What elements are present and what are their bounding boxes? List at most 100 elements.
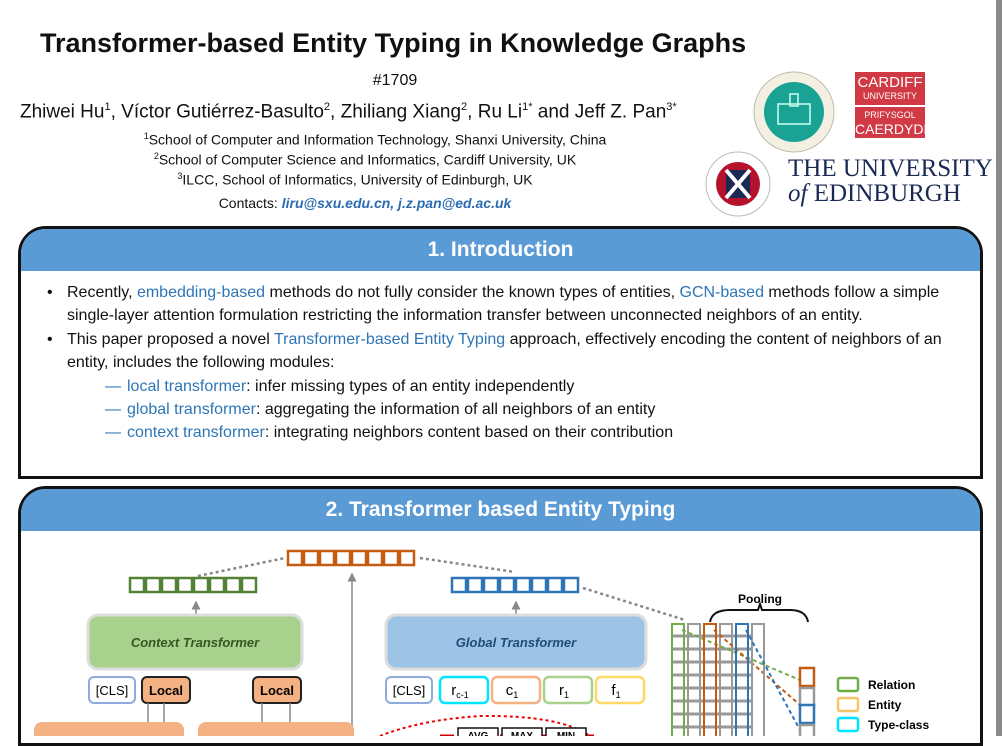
aff-sup: 3 — [177, 171, 183, 181]
red-dotted-region — [379, 714, 591, 736]
dash: — — [105, 378, 121, 395]
neighbor-token-label: f1 — [611, 682, 620, 700]
legend-label: Type-class — [868, 718, 929, 732]
sep: , — [330, 101, 341, 123]
author: Jeff Z. Pan — [574, 101, 667, 123]
edinburgh-wordmark: THE UNIVERSITY of EDINBURGH — [788, 156, 993, 206]
global-transformer-box — [384, 613, 648, 671]
pool-op-box — [457, 727, 499, 736]
legend-swatch — [836, 676, 860, 693]
local-transformer-box — [198, 722, 354, 736]
pooled-cell — [798, 686, 816, 708]
pool-op-label: MAX — [511, 731, 534, 736]
global-vector-cell — [562, 576, 580, 594]
output-vector-cell — [302, 549, 320, 567]
edinburgh-line1: THE UNIVERSITY — [788, 155, 993, 182]
context-vector-cell — [176, 576, 194, 594]
local-token — [252, 676, 302, 704]
author: Zhiliang Xiang — [340, 101, 462, 123]
global-vector-cell — [514, 576, 532, 594]
contacts-label: Contacts: — [218, 195, 282, 211]
context-vector-cell — [128, 576, 146, 594]
bullet-item: Recently, embedding-based methods do not… — [45, 281, 960, 327]
arrow — [147, 703, 165, 722]
context-vector-cell — [160, 576, 178, 594]
matrix-column — [735, 623, 749, 736]
module-desc: : infer missing types of an entity indep… — [246, 378, 575, 395]
text: methods follow a simple single-layer att… — [67, 284, 940, 324]
local-transformer-box — [34, 722, 184, 736]
legend-swatch — [836, 716, 860, 733]
aff-text: School of Computer Science and Informati… — [158, 151, 577, 168]
matrix-column — [719, 623, 733, 736]
token-subscript: 1 — [513, 690, 518, 700]
dash: — — [105, 424, 121, 441]
module-item: —context transformer: integrating neighb… — [45, 421, 960, 444]
author-list: Zhiwei Hu1, Víctor Gutiérrez-Basulto2, Z… — [20, 101, 677, 123]
cls-label: [CLS] — [96, 683, 129, 698]
output-vector-cell — [318, 549, 336, 567]
aff-sup: 1 — [143, 131, 149, 141]
neighbor-token — [438, 675, 490, 705]
module-item: —global transformer: aggregating the inf… — [45, 398, 960, 421]
contact-emails[interactable]: liru@sxu.edu.cn, j.z.pan@ed.ac.uk — [281, 195, 512, 211]
aff-sup: 2 — [153, 151, 159, 161]
global-vector-cell — [450, 576, 468, 594]
global-vector-cell — [466, 576, 484, 594]
architecture-diagram: Context Transformer Global Transformer [… — [34, 549, 929, 736]
bullet-item: This paper proposed a novel Transformer-… — [45, 328, 960, 374]
matrix-column — [671, 623, 685, 736]
author-sup: 2 — [461, 101, 468, 113]
arrow — [261, 703, 291, 722]
pool-op-box — [545, 727, 587, 736]
token-subscript: 1 — [616, 690, 621, 700]
output-vector-cell — [334, 549, 352, 567]
poster-title: Transformer-based Entity Typing in Knowl… — [40, 28, 747, 58]
author: Víctor Gutiérrez-Basulto — [121, 101, 324, 123]
pooling-brace — [709, 600, 809, 623]
output-vector-cell — [350, 549, 368, 567]
introduction-section: 1. Introduction Recently, embedding-base… — [18, 226, 983, 479]
cardiff-word: CAERDYDD — [855, 121, 934, 137]
legend-label: Relation — [868, 678, 915, 692]
section-heading: 2. Transformer based Entity Typing — [21, 489, 980, 531]
global-vector-cell — [498, 576, 516, 594]
local-label: Local — [260, 683, 294, 698]
cardiff-word: UNIVERSITY — [862, 91, 917, 101]
highlight: Transformer-based Entity Typing — [273, 331, 506, 348]
cls-token — [88, 676, 136, 704]
cardiff-university-logo: CARDIFF UNIVERSITY PRIFYSGOL CAERDYDD — [855, 72, 934, 138]
module-name: context transformer — [127, 424, 265, 441]
neighbor-token — [594, 675, 646, 705]
global-vector-cell — [546, 576, 564, 594]
module-name: local transformer — [127, 378, 247, 395]
context-vector-cell — [240, 576, 258, 594]
section-heading: 1. Introduction — [21, 229, 980, 271]
context-vector-cell — [208, 576, 226, 594]
pooled-cell — [798, 666, 816, 688]
shanxi-university-logo — [753, 71, 835, 153]
output-vector-cell — [286, 549, 304, 567]
pool-line — [713, 629, 801, 706]
context-vector-cell — [192, 576, 210, 594]
dashed-arrow — [419, 556, 516, 574]
module-item: — local transformer: infer missing types … — [45, 375, 960, 398]
text: Recently, — [67, 284, 137, 301]
contacts: Contacts: liru@sxu.edu.cn, j.z.pan@ed.ac… — [0, 195, 730, 211]
edinburgh-crest — [705, 151, 771, 217]
context-vector-cell — [144, 576, 162, 594]
cardiff-word: CARDIFF — [857, 74, 923, 91]
window-edge — [996, 0, 1002, 736]
author-sup: 1 — [104, 101, 111, 113]
local-label: Local — [149, 683, 183, 698]
global-vector-cell — [530, 576, 548, 594]
author: Zhiwei Hu — [20, 101, 105, 123]
aff-text: School of Computer and Information Techn… — [148, 131, 607, 148]
module-desc: : aggregating the information of all nei… — [255, 401, 656, 418]
author: Ru Li — [477, 101, 523, 123]
output-vector-cell — [382, 549, 400, 567]
context-vector-cell — [224, 576, 242, 594]
matrix-column — [751, 623, 765, 736]
legend-swatch — [836, 696, 860, 713]
matrix-column — [687, 623, 701, 736]
